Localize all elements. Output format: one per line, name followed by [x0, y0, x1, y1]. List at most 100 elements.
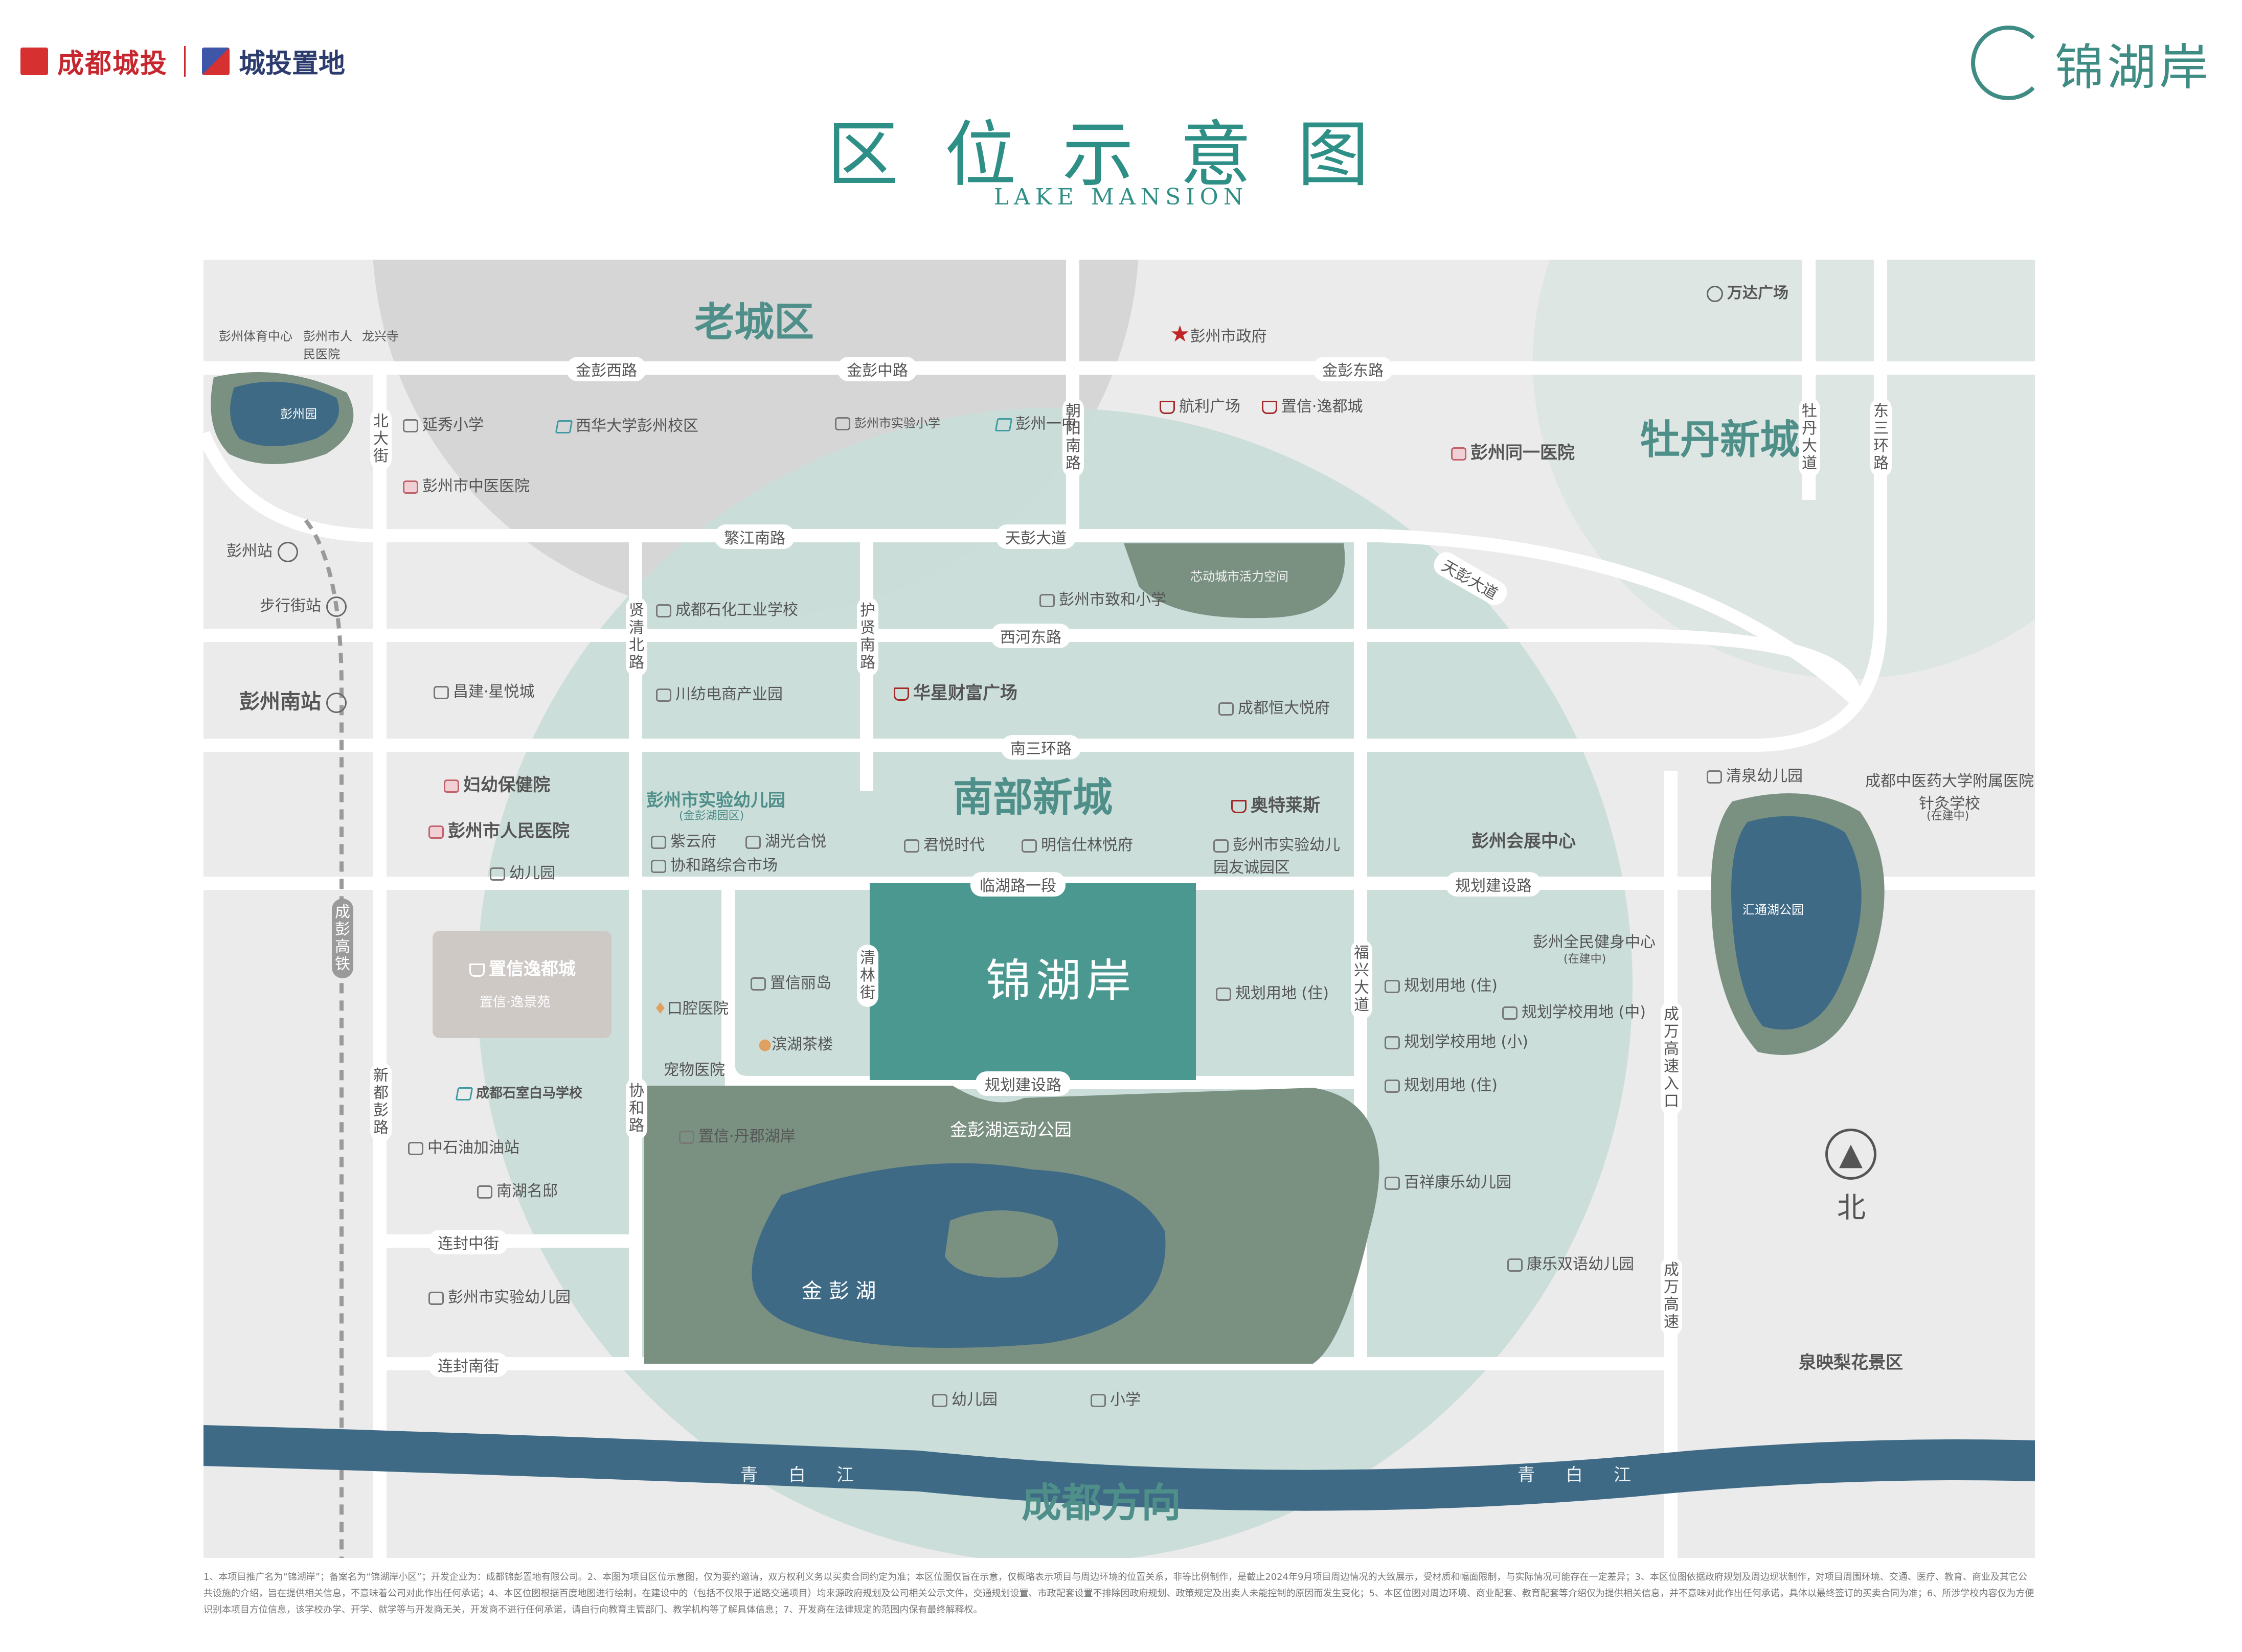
poi-south-station-label: 彭州南站: [239, 690, 321, 714]
chengtou-logo-icon: [20, 47, 48, 75]
poi-ziyun: 紫云府: [651, 829, 716, 851]
poi-yanxiu-label: 延秀小学: [422, 416, 484, 434]
project-block: [870, 883, 1196, 1080]
road-chengwan: 成万高速: [1661, 1256, 1682, 1336]
kindergarten-icon: [428, 1291, 444, 1305]
poi-yanxiu: 延秀小学: [403, 412, 484, 434]
river-label: 青白江: [740, 1465, 885, 1485]
poi-shishi-school: 成都石室白马学校: [455, 1083, 583, 1102]
kindergarten-icon: [1707, 770, 1722, 784]
kindergarten-icon: [490, 867, 505, 881]
kindergarten-icon: [1385, 1176, 1400, 1190]
poi-shiyan-primary-label: 彭州市实验小学: [854, 416, 940, 430]
river-label-2: 青白江: [1518, 1465, 1662, 1485]
qingbai-river: [203, 1425, 2035, 1511]
poi-zhixin-lidao-label: 置信丽岛: [770, 974, 831, 992]
school-icon: [403, 419, 418, 432]
poi-danjun-label: 置信·丹郡湖岸: [698, 1128, 796, 1145]
poi-shihua-school: 成都石化工业学校: [656, 597, 798, 620]
poi-tcm-univ: 成都中医药大学附属医院针灸学校: [1865, 772, 2034, 813]
hospital-icon: [403, 480, 418, 494]
school-icon: [1039, 593, 1055, 607]
district-chengdu-direction: 成都方向: [1022, 1480, 1182, 1526]
brand2-text: 城投置地: [239, 49, 346, 79]
poi-pengzhou-garden: 彭州园: [280, 407, 317, 421]
poi-huguang: 湖光合悦: [745, 829, 826, 851]
road-linhu: 临湖路一段: [970, 872, 1066, 897]
poi-baixiang-kg: 百祥康乐幼儿园: [1385, 1169, 1511, 1192]
district-mudan: 牡丹新城: [1640, 417, 1800, 463]
brand-logo: 成都城投 城投置地: [20, 42, 345, 80]
poi-buxingjie-station: 步行街站: [260, 593, 351, 617]
poi-shiyan-kg3: 彭州市实验幼儿园: [428, 1284, 571, 1307]
road-lianfeng-south: 连封南街: [428, 1352, 508, 1377]
poi-huitong-park: 汇通湖公园: [1742, 903, 1804, 917]
poi-pear-scenic: 泉映梨花景区: [1799, 1352, 1903, 1373]
poi-no1-middle: 彭州一中: [994, 411, 1077, 433]
district-south-new: 南部新城: [953, 775, 1113, 821]
road-north-main: 北大街: [370, 408, 392, 470]
poi-huguang-label: 湖光合悦: [765, 833, 826, 851]
poi-mingxin-label: 明信仕林悦府: [1041, 836, 1133, 854]
poi-mingxin: 明信仕林悦府: [1022, 832, 1133, 855]
building-icon: [656, 688, 671, 702]
market-icon: [651, 859, 666, 873]
disclaimer: 1、本项目推广名为“锦湖岸”；备案名为“锦湖岸小区”；开发企业为：成都锦彭置地有…: [203, 1572, 2034, 1615]
poi-zhixin-lidao: 置信丽岛: [751, 970, 831, 993]
poi-zhixin-yidu-label: 置信·逸都城: [1281, 398, 1363, 416]
road-nansan: 南三环路: [1001, 735, 1081, 760]
poi-binhu-tea-label: 滨湖茶楼: [772, 1036, 833, 1053]
road-xiehe: 协和路: [626, 1077, 647, 1140]
poi-xiehe-market-label: 协和路综合市场: [670, 857, 778, 875]
mudan-zone: [1533, 260, 2035, 679]
poi-shishi-school-label: 成都石室白马学校: [476, 1086, 583, 1101]
kindergarten-icon: [1213, 839, 1229, 853]
north-label: 北: [1837, 1191, 1866, 1225]
poi-plan-res2-label: 规划用地 (住): [1404, 977, 1498, 995]
poi-shiyan-kg: 彭州市实验幼儿园: [646, 790, 785, 811]
land-icon: [1385, 979, 1400, 993]
poi-plan-school-mid: 规划学校用地 (中): [1502, 999, 1646, 1022]
poi-hengda: 成都恒大悦府: [1218, 695, 1330, 718]
star-icon: ★: [1170, 321, 1190, 347]
poi-huaxing: 华星财富广场: [894, 679, 1017, 704]
railway: [304, 519, 344, 1558]
poi-longxing: 龙兴寺: [362, 329, 399, 343]
poi-plan-school-pri: 规划学校用地 (小): [1385, 1029, 1528, 1051]
poi-tongyi-hosp-label: 彭州同一医院: [1470, 443, 1575, 463]
road-xindupeng: 新都彭路: [370, 1062, 392, 1142]
cart-icon: [894, 687, 909, 701]
residence-icon: [751, 977, 766, 991]
road-qinglin: 清林街: [857, 945, 878, 1007]
poi-plan-land-res: 规划用地 (住): [1216, 980, 1329, 1003]
poi-buxingjie-station-label: 步行街站: [260, 597, 321, 615]
poi-pengzhou-station-label: 彭州站: [227, 542, 273, 560]
road-plan-road-2: 规划建设路: [976, 1071, 1071, 1096]
poi-gas: 中石油加油站: [408, 1135, 519, 1157]
cart-icon: [1262, 400, 1277, 414]
poi-plan-res3-label: 规划用地 (住): [1404, 1076, 1498, 1094]
poi-hengda-label: 成都恒大悦府: [1238, 699, 1330, 717]
poi-xihua-label: 西华大学彭州校区: [576, 417, 698, 435]
residence-icon: [1218, 702, 1234, 716]
poi-nanhu: 南湖名邸: [477, 1178, 558, 1201]
tooth-icon: ♦: [653, 1000, 667, 1018]
poi-tongyi-hosp: 彭州同一医院: [1451, 439, 1575, 464]
cart-icon: [469, 963, 485, 977]
poi-people-hosp-label: 彭州市人民医院: [448, 821, 570, 841]
poi-chuanfang: 川纺电商产业园: [656, 681, 783, 704]
north-arrow-icon: ▲: [1825, 1129, 1876, 1180]
poi-ziyun-label: 紫云府: [670, 833, 716, 851]
poi-junyue-label: 君悦时代: [923, 836, 985, 854]
poi-sports-park: 金彭湖运动公园: [950, 1120, 1072, 1140]
poi-fitness: 彭州全民健身中心: [1533, 933, 1656, 951]
hospital-icon: [428, 825, 444, 839]
poi-nanhu-label: 南湖名邸: [496, 1182, 558, 1200]
poi-changjin-label: 昌建·星悦城: [453, 683, 535, 701]
project-name: 锦湖岸: [986, 954, 1137, 1007]
poi-huaxing-label: 华星财富广场: [913, 683, 1017, 703]
road-mudan-ave: 牡丹大道: [1799, 398, 1820, 477]
poi-plan-land-res-label: 规划用地 (住): [1235, 984, 1329, 1002]
residence-icon: [477, 1185, 492, 1199]
poi-no1-middle-label: 彭州一中: [1015, 415, 1077, 433]
